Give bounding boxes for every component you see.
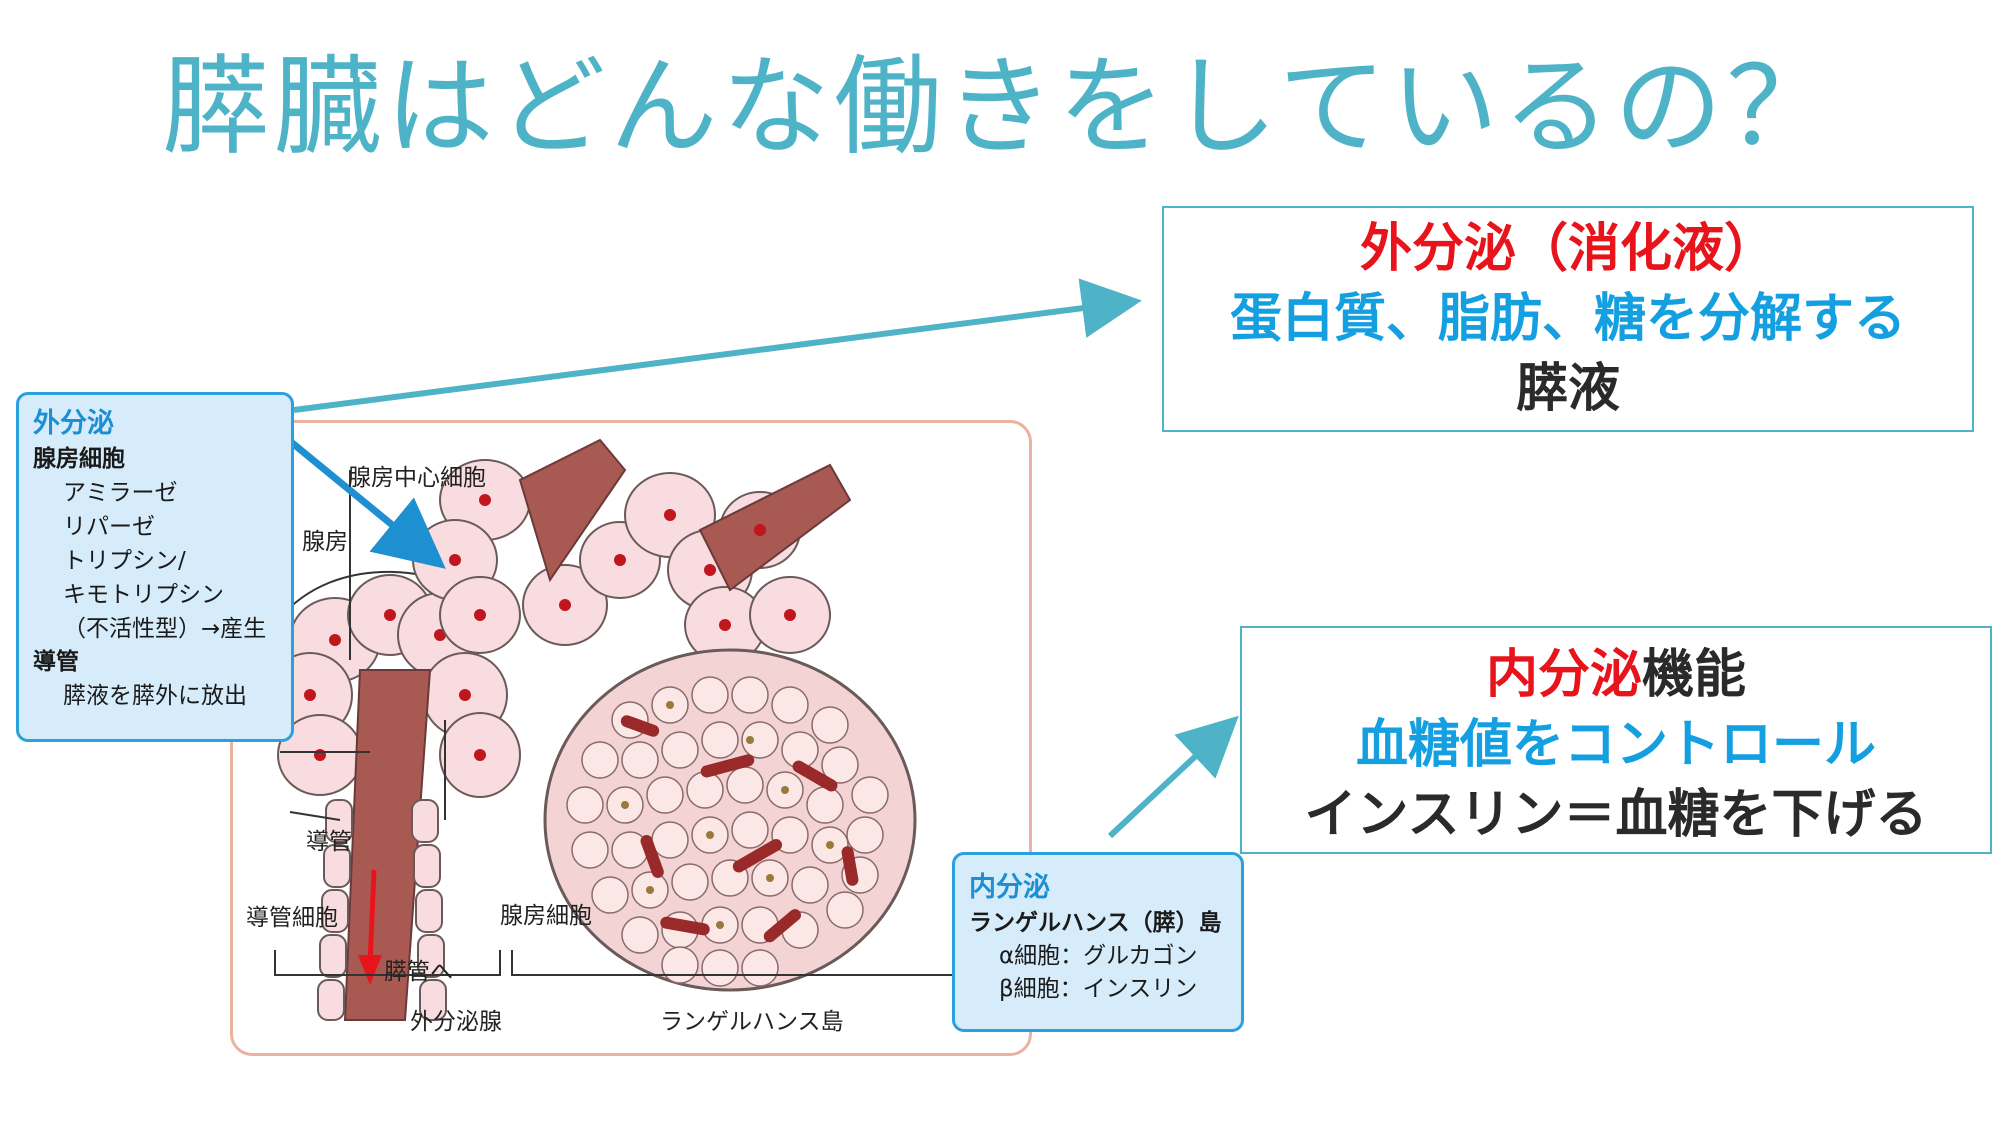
label-exocrine-gland: 外分泌腺 (410, 1009, 502, 1035)
label-langerhans-islet: ランゲルハンス島 (660, 1009, 844, 1035)
label-duct: 導管 (306, 829, 352, 855)
exocrine-box-function: 蛋白質、脂肪、糖を分解する (1229, 289, 1906, 349)
label-to-pancreatic-duct: 膵管へ (384, 959, 453, 985)
exocrine-callout-duct: 導管 (33, 649, 79, 675)
duct-lumen (343, 669, 432, 1021)
page-title: 膵臓はどんな働きをしているの？ (161, 45, 1839, 170)
duct-cells (317, 799, 447, 1021)
endocrine-box-function: 血糖値をコントロール (1355, 715, 1876, 775)
islet-cells (566, 676, 889, 987)
hormone-item: β細胞：インスリン (999, 976, 1198, 1002)
label-acinar-cell: 腺房細胞 (500, 903, 592, 929)
enzyme-item: リパーゼ (63, 514, 155, 540)
hormone-item: α細胞：グルカゴン (999, 943, 1198, 969)
endocrine-callout-heading: 内分泌 (969, 872, 1050, 903)
label-duct-cell: 導管細胞 (246, 905, 338, 931)
endocrine-summary-box: 内分泌機能 血糖値をコントロール インスリン＝血糖を下げる (1240, 626, 1992, 854)
red-flow-arrow (367, 869, 377, 966)
exocrine-box-heading: 外分泌（消化液） (1359, 219, 1776, 279)
label-acinar-center-cell: 腺房中心細胞 (348, 465, 486, 491)
exocrine-callout: 外分泌 腺房細胞 アミラーゼ リパーゼ トリプシン/ キモトリプシン （不活性型… (16, 392, 294, 742)
arrow-exocrine-to-box (293, 278, 1142, 413)
enzyme-item: （不活性型）→産生 (63, 616, 267, 642)
enzyme-item: トリプシン/ (63, 548, 186, 574)
endocrine-box-insulin: インスリン＝血糖を下げる (1304, 785, 1928, 845)
endocrine-box-heading-dark: 機能 (1642, 645, 1747, 705)
endocrine-box-heading-red: 内分泌 (1485, 645, 1642, 705)
duct-function-item: 膵液を膵外に放出 (63, 683, 247, 709)
arrow-endocrine-to-box (1107, 715, 1239, 839)
pancreas-tissue-illustration (247, 420, 961, 1021)
exocrine-box-juice: 膵液 (1515, 359, 1620, 419)
enzyme-item: キモトリプシン (63, 582, 224, 608)
islet-capillaries (620, 715, 859, 943)
exocrine-callout-acinar: 腺房細胞 (33, 446, 125, 472)
exocrine-summary-box: 外分泌（消化液） 蛋白質、脂肪、糖を分解する 膵液 (1162, 206, 1974, 432)
enzyme-item: アミラーゼ (63, 480, 178, 506)
endocrine-box-heading: 内分泌機能 (1242, 640, 1990, 710)
endocrine-callout: 内分泌 ランゲルハンス（膵）島 α細胞：グルカゴン β細胞：インスリン (952, 852, 1244, 1032)
exocrine-callout-heading: 外分泌 (33, 408, 114, 439)
endocrine-callout-islet: ランゲルハンス（膵）島 (969, 910, 1222, 936)
label-acinus: 腺房 (302, 529, 348, 555)
